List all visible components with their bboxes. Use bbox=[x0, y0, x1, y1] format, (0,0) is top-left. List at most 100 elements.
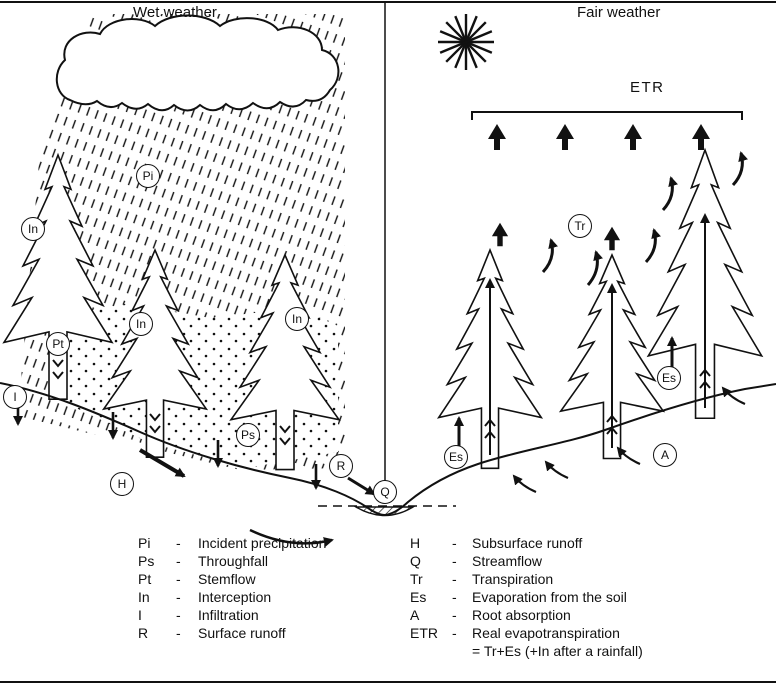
legend-dash: - bbox=[452, 625, 457, 641]
etr-label: ETR bbox=[630, 79, 665, 96]
etr-arrow-4 bbox=[692, 124, 710, 150]
legend-description: Real evapotranspiration bbox=[472, 625, 620, 641]
vapor-hook-arrow bbox=[541, 238, 558, 274]
stream bbox=[318, 505, 456, 517]
legend-row: Es - Evaporation from the soil bbox=[410, 588, 643, 606]
legend-dash: - bbox=[452, 607, 457, 623]
legend-symbol: H bbox=[410, 535, 421, 551]
legend-description: Streamflow bbox=[472, 553, 543, 569]
legend-wet: Pi - Incident precipitation Ps - Through… bbox=[138, 534, 326, 642]
legend-dash: - bbox=[452, 535, 457, 551]
soil-evaporation-arrows bbox=[454, 336, 677, 448]
legend-dash: - bbox=[176, 553, 181, 569]
legend-etr-note: = Tr+Es (+In after a rainfall) bbox=[472, 643, 643, 659]
label-in-2: In bbox=[129, 312, 153, 336]
legend-fair: H - Subsurface runoff Q - Streamflow Tr … bbox=[410, 534, 643, 660]
legend-dash: - bbox=[452, 589, 457, 605]
transpiration-arrow bbox=[603, 226, 621, 251]
root-absorption-arrows bbox=[512, 386, 746, 494]
label-in-1: In bbox=[21, 217, 45, 241]
legend-symbol: Q bbox=[410, 553, 421, 569]
vapor-hook-arrow bbox=[586, 250, 603, 286]
legend-row: Pt - Stemflow bbox=[138, 570, 326, 588]
legend-symbol: Es bbox=[410, 589, 427, 605]
legend-row: R - Surface runoff bbox=[138, 624, 326, 642]
label-pt: Pt bbox=[46, 332, 70, 356]
legend-description: Root absorption bbox=[472, 607, 571, 623]
sun-icon bbox=[438, 14, 494, 70]
trunk-chevron-down bbox=[149, 425, 161, 434]
root-absorption-arrow bbox=[616, 446, 641, 466]
legend-description: Stemflow bbox=[198, 571, 256, 587]
subsurface-runoff-arrow bbox=[138, 448, 186, 478]
legend-description: Incident precipitation bbox=[198, 535, 327, 551]
groundwater-curved-arrow bbox=[249, 528, 334, 547]
label-pi: Pi bbox=[136, 164, 160, 188]
trunk-chevron-down bbox=[279, 437, 291, 446]
legend-dash: - bbox=[452, 571, 457, 587]
sap-flow-arrows bbox=[484, 213, 711, 455]
transpiration-arrows bbox=[491, 151, 748, 286]
label-a: A bbox=[653, 443, 677, 467]
legend-row: Ps - Throughfall bbox=[138, 552, 326, 570]
vapor-hook-arrow bbox=[661, 176, 678, 212]
vapor-hook-arrow bbox=[644, 228, 661, 264]
trunk-chevron-down bbox=[52, 359, 64, 368]
legend-symbol: A bbox=[410, 607, 420, 623]
legend-description: Interception bbox=[198, 589, 272, 605]
trunk-chevron-up bbox=[484, 430, 496, 439]
legend-row: Pi - Incident precipitation bbox=[138, 534, 326, 552]
label-tr: Tr bbox=[568, 214, 592, 238]
label-es-2: Es bbox=[657, 366, 681, 390]
trunk-chevron-down bbox=[279, 425, 291, 434]
legend-description: Transpiration bbox=[472, 571, 554, 587]
label-es-1: Es bbox=[444, 445, 468, 469]
root-absorption-arrow bbox=[544, 460, 569, 480]
legend-row: Q - Streamflow bbox=[410, 552, 643, 570]
legend-symbol: Pt bbox=[138, 571, 152, 587]
legend-dash: - bbox=[176, 589, 181, 605]
legend-row: Tr - Transpiration bbox=[410, 570, 643, 588]
root-absorption-arrow bbox=[721, 386, 746, 406]
label-i: I bbox=[3, 385, 27, 409]
legend-symbol: Pi bbox=[138, 535, 151, 551]
legend-description: Subsurface runoff bbox=[472, 535, 583, 551]
trunk-chevron-down bbox=[149, 413, 161, 422]
legend-dash: - bbox=[176, 535, 181, 551]
label-r: R bbox=[329, 454, 353, 478]
legend-symbol: ETR bbox=[410, 625, 438, 641]
fair-trees bbox=[437, 148, 763, 470]
legend-symbol: R bbox=[138, 625, 149, 641]
label-ps: Ps bbox=[236, 423, 260, 447]
label-q: Q bbox=[373, 480, 397, 504]
vapor-hook-arrow bbox=[731, 151, 748, 187]
legend-symbol: I bbox=[138, 607, 142, 623]
legend-description: Surface runoff bbox=[198, 625, 286, 641]
fair-weather-title: Fair weather bbox=[577, 4, 661, 21]
cloud bbox=[55, 14, 340, 112]
legend-dash: - bbox=[176, 607, 181, 623]
stream-water bbox=[353, 506, 416, 517]
legend-dash: - bbox=[176, 571, 181, 587]
root-absorption-arrow bbox=[512, 474, 537, 494]
trunk-chevron-down bbox=[52, 371, 64, 380]
surface-runoff-arrow bbox=[347, 476, 376, 496]
legend-symbol: In bbox=[138, 589, 150, 605]
etr-bracket bbox=[471, 111, 743, 120]
legend-symbol: Tr bbox=[410, 571, 423, 587]
runoff-arrows bbox=[138, 448, 376, 547]
legend-dash: - bbox=[452, 553, 457, 569]
trunk-chevron-up bbox=[606, 426, 618, 435]
etr-arrow-2 bbox=[556, 124, 574, 150]
etr-bracket-group bbox=[471, 111, 743, 150]
wet-weather-title: Wet weather bbox=[133, 4, 217, 21]
legend-row: I - Infiltration bbox=[138, 606, 326, 624]
label-h: H bbox=[110, 472, 134, 496]
etr-arrow-1 bbox=[488, 124, 506, 150]
legend-dash: - bbox=[176, 625, 181, 641]
trunk-chevron-up bbox=[699, 368, 711, 377]
legend-row: A - Root absorption bbox=[410, 606, 643, 624]
legend-row: ETR - Real evapotranspiration bbox=[410, 624, 643, 642]
stemflow-marks bbox=[52, 359, 291, 446]
